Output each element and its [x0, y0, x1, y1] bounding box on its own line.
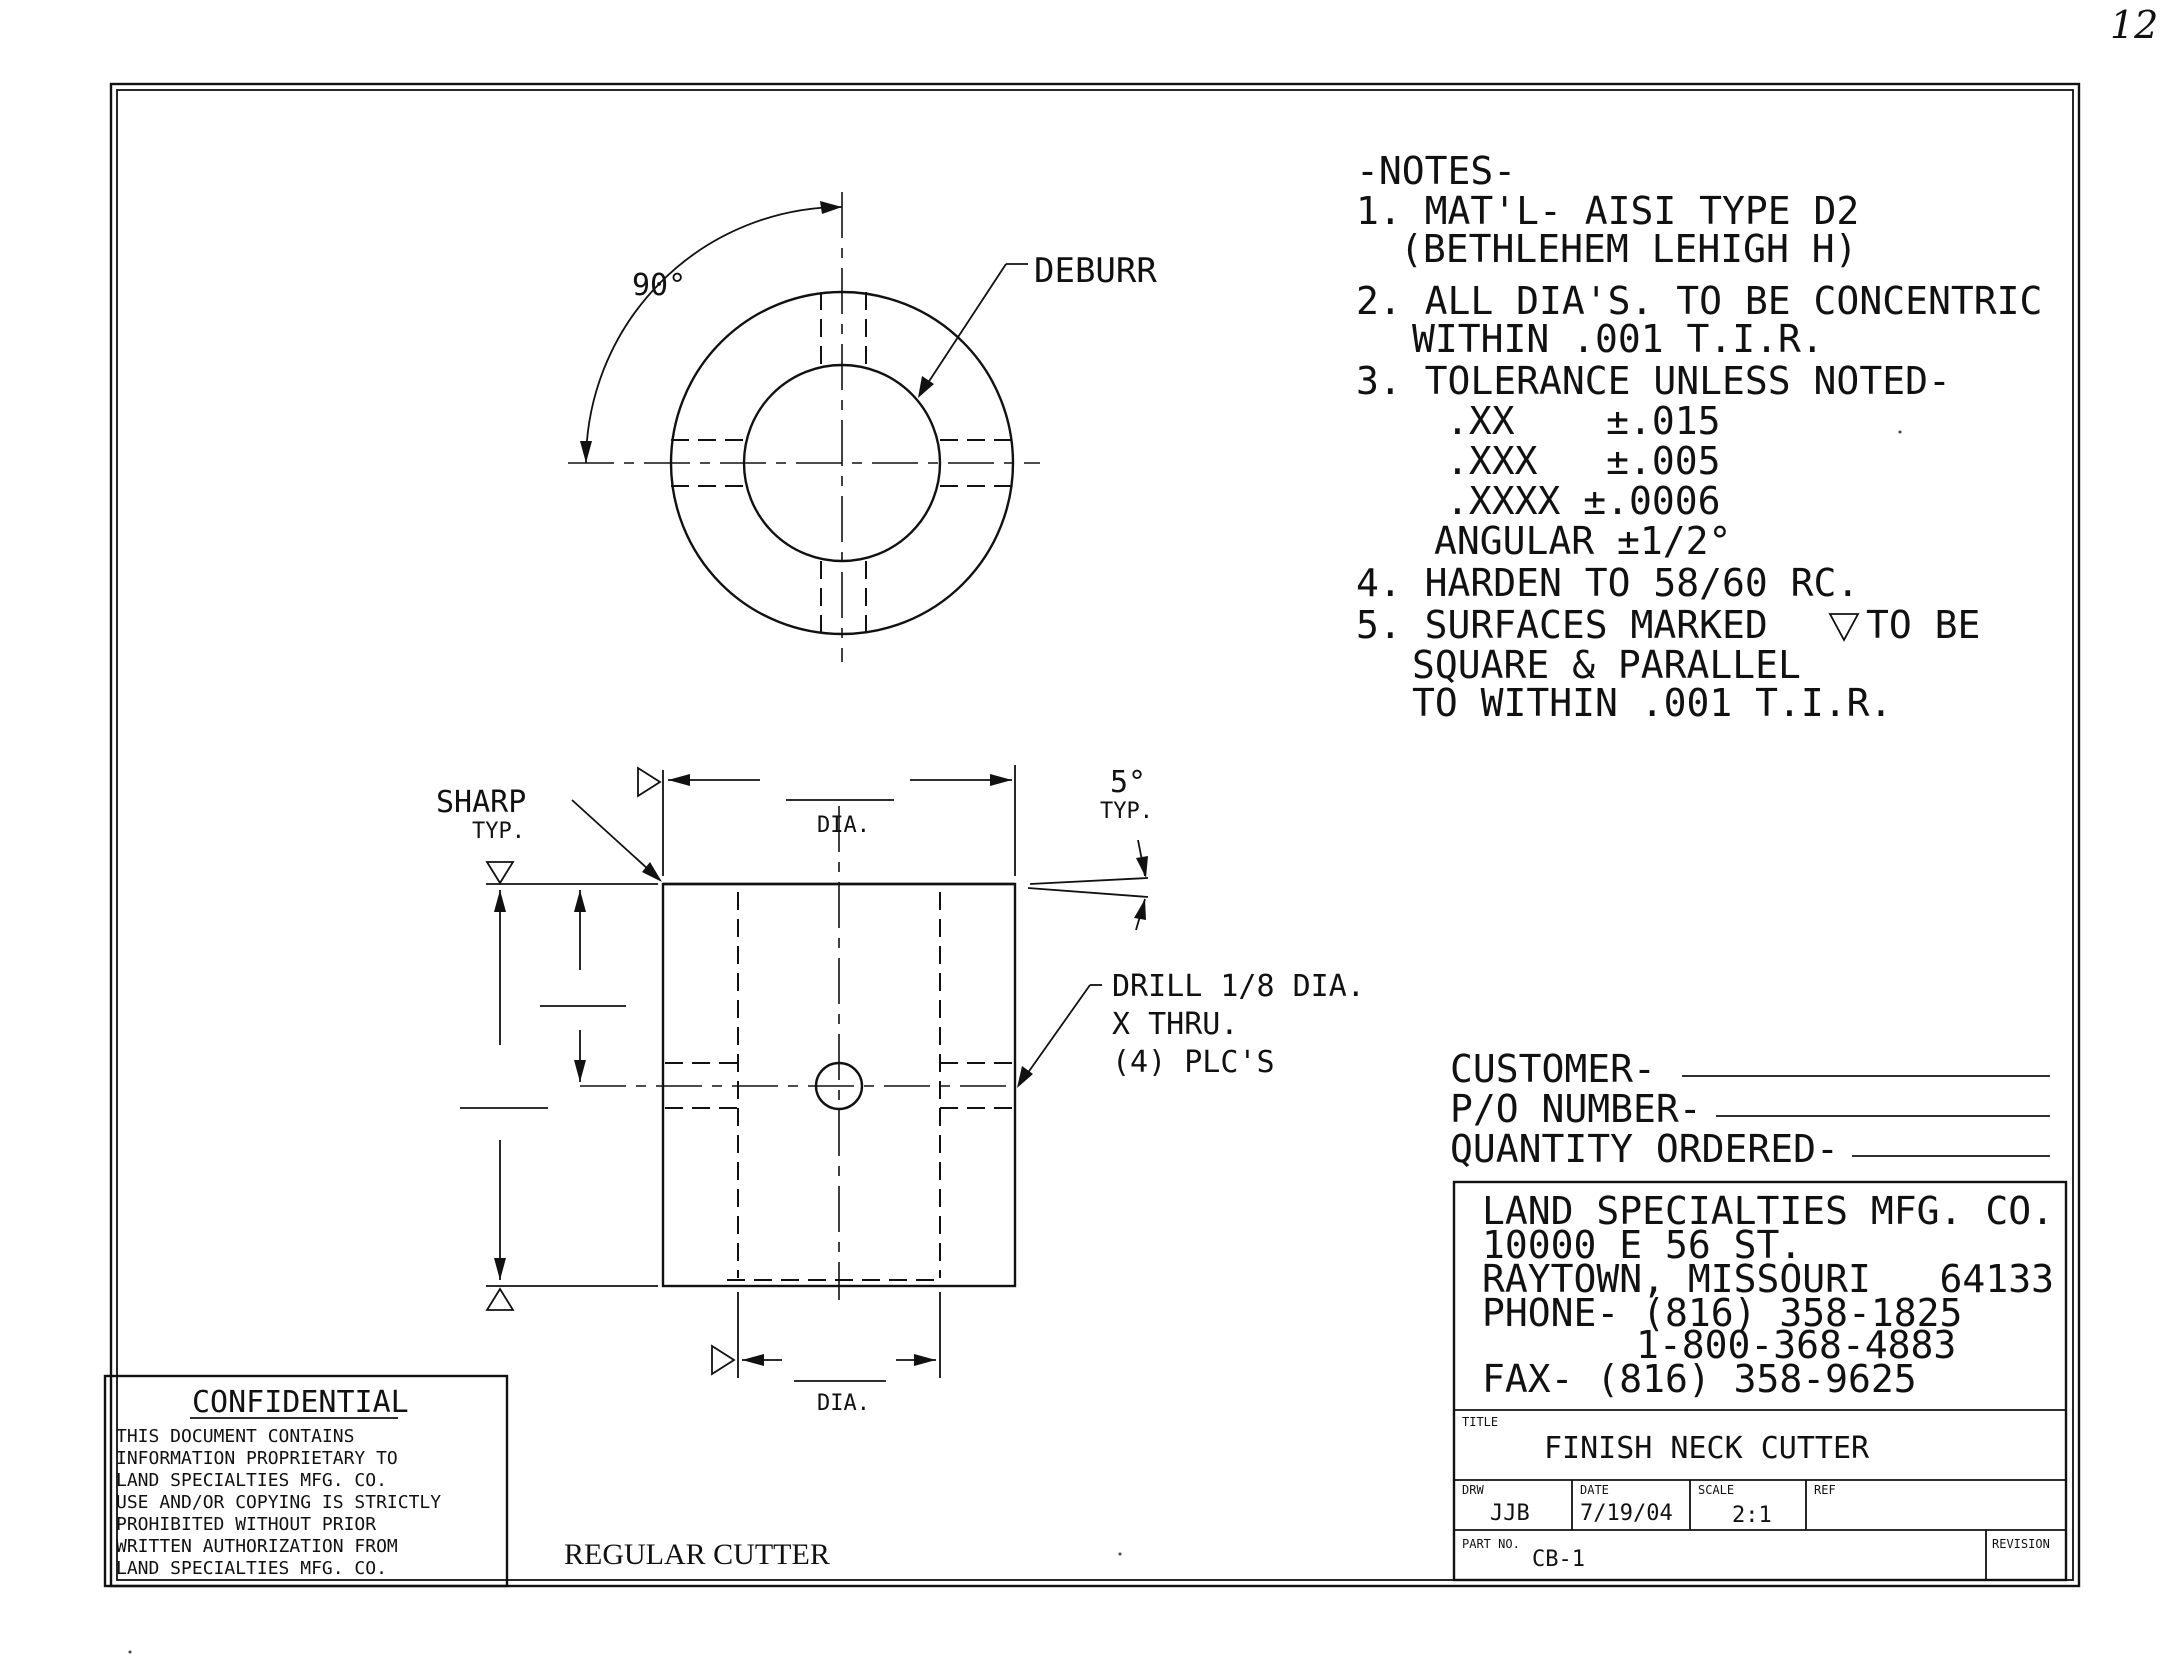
sheet-border [109, 82, 2081, 1588]
notes-heading: -NOTES- [1356, 149, 1516, 193]
bottom-dia-label: DIA. [817, 1391, 870, 1416]
company-tollfree: 1-800-368-4883 [1636, 1323, 1956, 1367]
deburr-label: DEBURR [1034, 251, 1157, 291]
part-no-label: PART NO. [1462, 1537, 1520, 1551]
drawing-caption: REGULAR CUTTER [564, 1538, 830, 1571]
surface-mark-icon [1828, 613, 1860, 642]
angle-typ-label: TYP. [1100, 799, 1153, 824]
scale-label: SCALE [1698, 1483, 1734, 1497]
title-field-label: TITLE [1462, 1415, 1498, 1429]
quantity-label: QUANTITY ORDERED- [1450, 1127, 1839, 1171]
side-view: DIA. DIA. SHARP TYP. [436, 765, 1365, 1416]
drw-value: JJB [1490, 1501, 1530, 1526]
confidential-line-6: WRITTEN AUTHORIZATION FROM [116, 1536, 398, 1557]
angle-90-label: 90° [632, 268, 686, 303]
date-label: DATE [1580, 1483, 1609, 1497]
drawing-title: FINISH NECK CUTTER [1544, 1431, 1870, 1466]
title-block: LAND SPECIALTIES MFG. CO. 10000 E 56 ST.… [1452, 1180, 2068, 1582]
confidential-line-4: USE AND/OR COPYING IS STRICTLY [116, 1492, 441, 1513]
corner-mark: 12 [2110, 3, 2158, 47]
note-line-1: 1. MAT'L- AISI TYPE D2 [1356, 189, 1859, 233]
order-fields: CUSTOMER- P/O NUMBER- QUANTITY ORDERED- [1450, 1047, 2050, 1171]
note-line-6: .XX ±.015 [1446, 399, 1721, 443]
drill-line-1: DRILL 1/8 DIA. [1112, 969, 1365, 1004]
note-line-10: 4. HARDEN TO 58/60 RC. [1356, 561, 1859, 605]
part-no-value: CB-1 [1532, 1547, 1585, 1572]
date-value: 7/19/04 [1580, 1501, 1673, 1526]
top-view: 90° DEBURR [568, 192, 1157, 662]
confidential-line-2: INFORMATION PROPRIETARY TO [116, 1448, 398, 1469]
confidential-line-5: PROHIBITED WITHOUT PRIOR [116, 1514, 376, 1535]
note-line-3: 2. ALL DIA'S. TO BE CONCENTRIC [1356, 279, 2042, 323]
scale-value: 2:1 [1732, 1503, 1772, 1528]
customer-label: CUSTOMER- [1450, 1047, 1656, 1091]
company-address: 10000 E 56 ST. [1482, 1223, 1802, 1267]
note-line-9: ANGULAR ±1/2° [1434, 519, 1731, 563]
note-line-7: .XXX ±.005 [1446, 439, 1721, 483]
ref-label: REF [1814, 1483, 1836, 1497]
sharp-typ-label: TYP. [472, 819, 525, 844]
confidential-block: CONFIDENTIAL THIS DOCUMENT CONTAINS INFO… [103, 1374, 509, 1588]
note-line-11: 5. SURFACES MARKED [1356, 603, 1768, 647]
confidential-line-1: THIS DOCUMENT CONTAINS [116, 1426, 354, 1447]
note-line-8: .XXXX ±.0006 [1446, 479, 1721, 523]
drill-hole [814, 1061, 864, 1111]
note-line-2: (BETHLEHEM LEHIGH H) [1400, 227, 1858, 271]
company-phone: PHONE- (816) 358-1825 [1482, 1291, 1962, 1335]
note-line-5: 3. TOLERANCE UNLESS NOTED- [1356, 359, 1951, 403]
company-name: LAND SPECIALTIES MFG. CO. [1482, 1189, 2054, 1233]
po-number-label: P/O NUMBER- [1450, 1087, 1702, 1131]
drill-line-2: X THRU. [1112, 1007, 1238, 1042]
sharp-label: SHARP [436, 785, 526, 820]
note-line-13: SQUARE & PARALLEL [1412, 643, 1801, 687]
revision-label: REVISION [1992, 1537, 2050, 1551]
confidential-line-7: LAND SPECIALTIES MFG. CO. [116, 1558, 387, 1579]
drill-line-3: (4) PLC'S [1112, 1045, 1275, 1080]
note-line-4: WITHIN .001 T.I.R. [1412, 317, 1824, 361]
company-fax: FAX- (816) 358-9625 [1482, 1357, 1917, 1401]
drw-label: DRW [1462, 1483, 1484, 1497]
confidential-line-3: LAND SPECIALTIES MFG. CO. [116, 1470, 387, 1491]
note-line-12: TO BE [1866, 603, 1980, 647]
angle-5-label: 5° [1110, 765, 1146, 800]
company-city: RAYTOWN, MISSOURI 64133 [1482, 1257, 2054, 1301]
note-line-14: TO WITHIN .001 T.I.R. [1412, 681, 1892, 725]
top-dia-label: DIA. [817, 813, 870, 838]
confidential-heading: CONFIDENTIAL [192, 1385, 409, 1420]
notes-block: -NOTES- 1. MAT'L- AISI TYPE D2 (BETHLEHE… [1356, 149, 2042, 725]
